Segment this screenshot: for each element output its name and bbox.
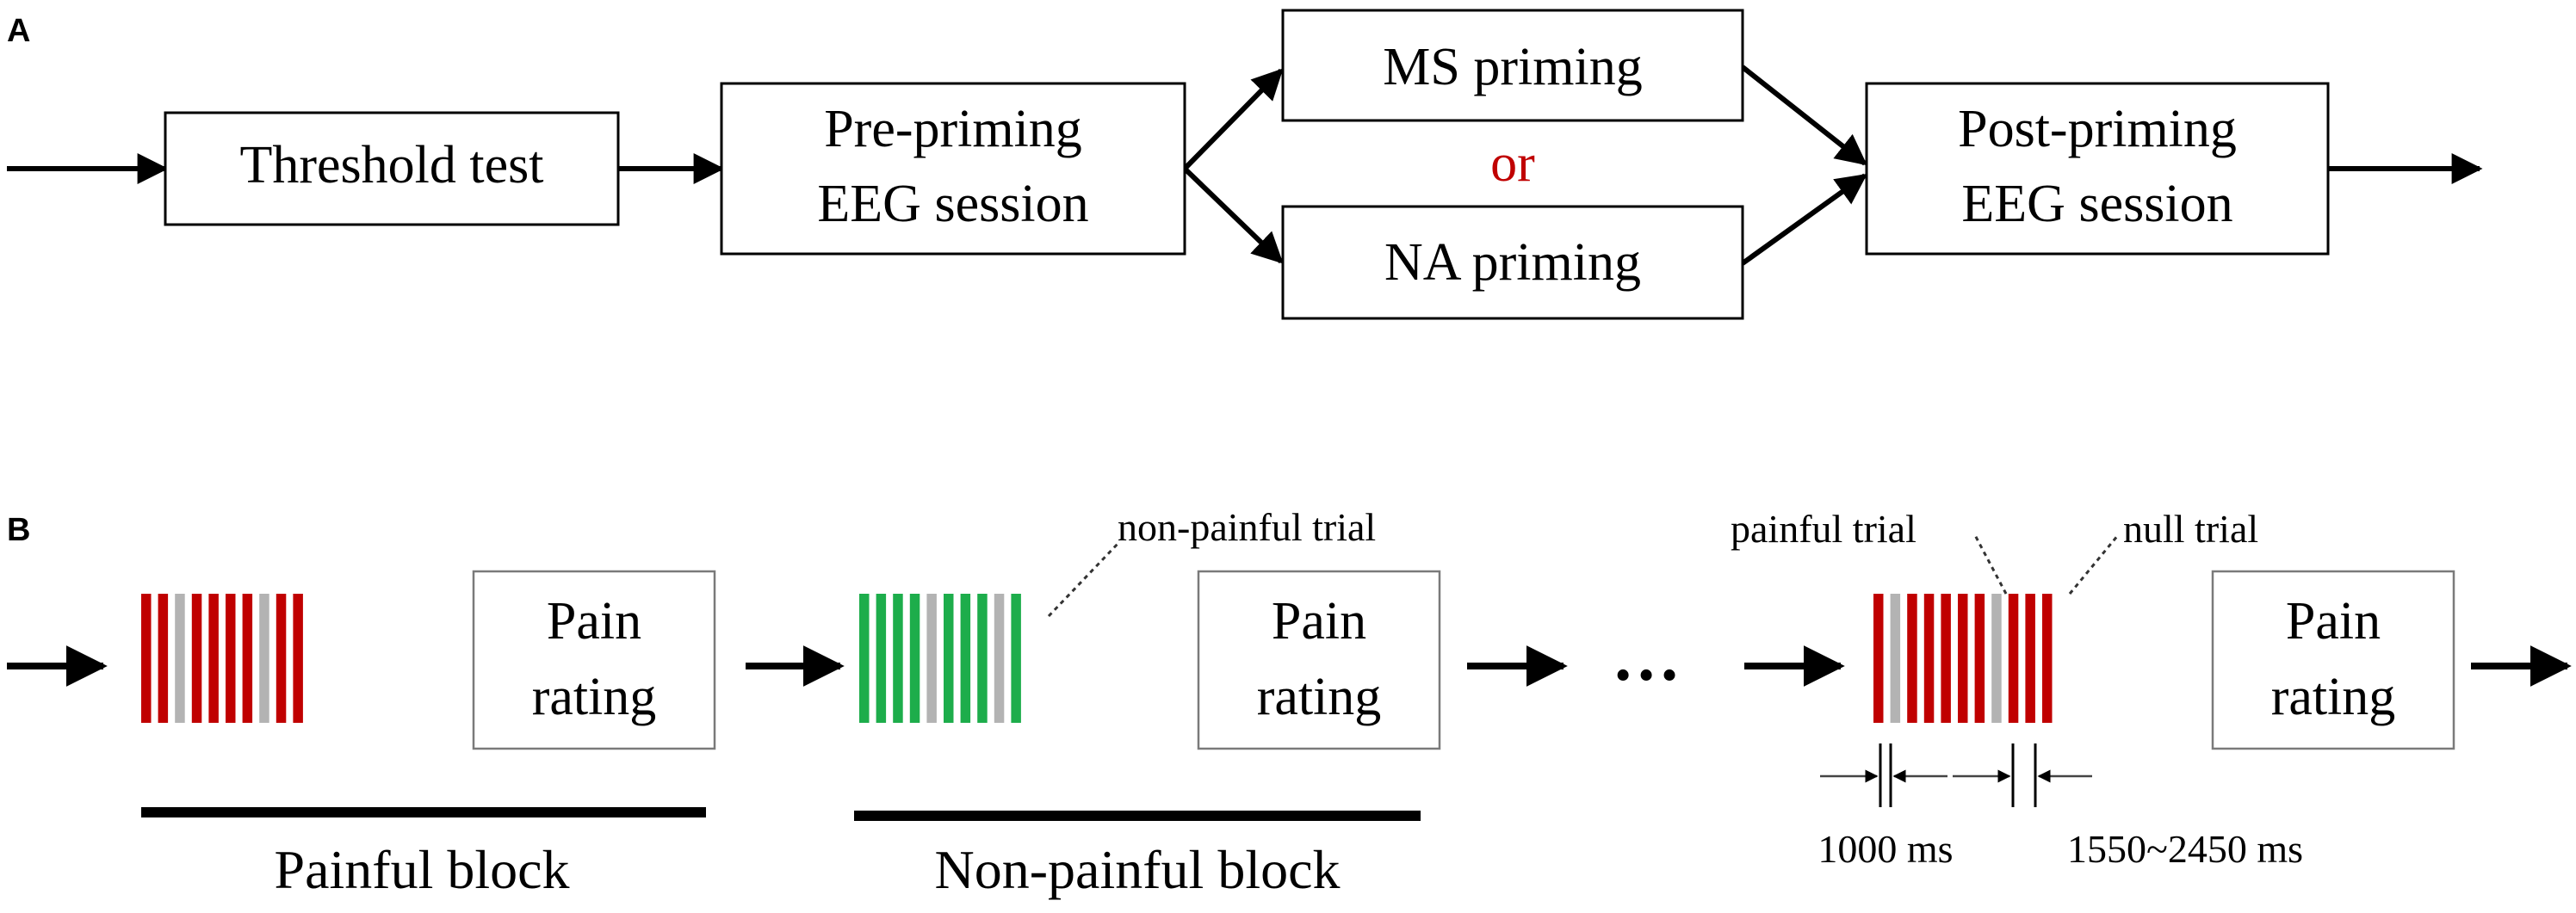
painful-trial-bar — [242, 594, 253, 723]
duration-marker — [1820, 743, 1947, 807]
na-priming-box — [1281, 205, 1744, 320]
post-priming-line1: Post-priming — [1958, 100, 2237, 158]
painful-trial-bar — [1958, 594, 1968, 723]
or-label: or — [1490, 134, 1535, 193]
threshold-test-label: Threshold test — [240, 136, 544, 194]
pain-rating-box-3-line2: rating — [2271, 668, 2396, 726]
painful-trial-bar — [1873, 594, 1884, 723]
null-trial-bar — [994, 594, 1005, 723]
panel-b-label: B — [7, 512, 30, 548]
non-painful-trial-bar — [977, 594, 988, 723]
ms-priming-label: MS priming — [1383, 38, 1642, 96]
arrow-pre-to-ms — [1182, 68, 1284, 171]
pain-rating-box-3 — [2211, 570, 2455, 750]
null-trial-bar — [259, 594, 269, 723]
painful-trial-label: painful trial — [1731, 507, 1917, 551]
pain-rating-box-3-line1: Pain — [2286, 592, 2381, 651]
ms-priming-box — [1281, 9, 1744, 122]
painful-trial-bar — [276, 594, 287, 723]
interval-marker — [1953, 743, 2092, 807]
pain-rating-box-2 — [1197, 570, 1441, 750]
painful-trial-bar — [2042, 594, 2053, 723]
non-painful-block-trials — [859, 594, 1021, 723]
interval-label: 1550~2450 ms — [2067, 827, 2303, 871]
pre-priming-line1: Pre-priming — [824, 100, 1082, 158]
non-painful-trial-leader — [1047, 540, 1121, 618]
painful-block-label: Painful block — [274, 839, 569, 900]
painful-trial-bar — [226, 594, 236, 723]
duration-label: 1000 ms — [1817, 827, 1953, 871]
null-trial-bar — [1890, 594, 1901, 723]
threshold-test-box — [164, 111, 620, 226]
mixed-block-trials — [1873, 594, 2053, 723]
ellipsis: … — [1612, 620, 1681, 695]
pain-rating-box-2-line2: rating — [1257, 668, 1382, 726]
null-trial-bar — [175, 594, 185, 723]
painful-trial-leader — [1973, 534, 2008, 595]
post-priming-line2: EEG session — [1961, 175, 2232, 233]
post-priming-box — [1865, 82, 2330, 256]
pain-rating-box-2-line1: Pain — [1272, 592, 1366, 651]
painful-trial-bar — [293, 594, 303, 723]
null-trial-label: null trial — [2123, 507, 2258, 551]
painful-trial-bar — [1923, 594, 1935, 723]
painful-trial-bar — [141, 594, 152, 723]
pre-priming-box — [720, 82, 1186, 256]
painful-trial-bar — [1974, 594, 1985, 723]
painful-trial-bar — [191, 594, 202, 723]
non-painful-trial-bar — [960, 594, 971, 723]
painful-trial-bar — [1941, 594, 1951, 723]
panel-b: B … Pain rating Pain rating Pain rating … — [7, 505, 2572, 900]
arrow-na-to-post — [1741, 173, 1867, 266]
null-trial-bar — [1991, 594, 2002, 723]
non-painful-trial-bar — [944, 594, 954, 723]
panel-a-label: A — [7, 13, 30, 49]
pain-rating-box-1-line1: Pain — [547, 592, 641, 651]
non-painful-trial-label: non-painful trial — [1118, 505, 1376, 549]
panel-a: A Threshold test Pre-priming EEG session… — [7, 9, 2483, 320]
painful-trial-bar — [158, 594, 169, 723]
non-painful-block-label: Non-painful block — [935, 839, 1341, 900]
non-painful-trial-bar — [1011, 594, 1021, 723]
painful-trial-bar — [208, 594, 219, 723]
painful-trial-bar — [1907, 594, 1917, 723]
arrow-pre-to-na — [1182, 166, 1284, 264]
non-painful-trial-bar — [859, 594, 870, 723]
painful-trial-bar — [2008, 594, 2019, 723]
pain-rating-box-1-line2: rating — [532, 668, 657, 726]
pre-priming-line2: EEG session — [817, 175, 1088, 233]
non-painful-trial-bar — [893, 594, 903, 723]
painful-trial-bar — [2025, 594, 2035, 723]
null-trial-bar — [926, 594, 937, 723]
null-trial-leader — [2068, 534, 2120, 595]
non-painful-trial-bar — [909, 594, 920, 723]
na-priming-label: NA priming — [1384, 233, 1641, 292]
pain-rating-box-1 — [472, 570, 716, 750]
painful-block-trials — [141, 594, 303, 723]
non-painful-trial-bar — [876, 594, 887, 723]
arrow-ms-to-post — [1741, 65, 1867, 166]
